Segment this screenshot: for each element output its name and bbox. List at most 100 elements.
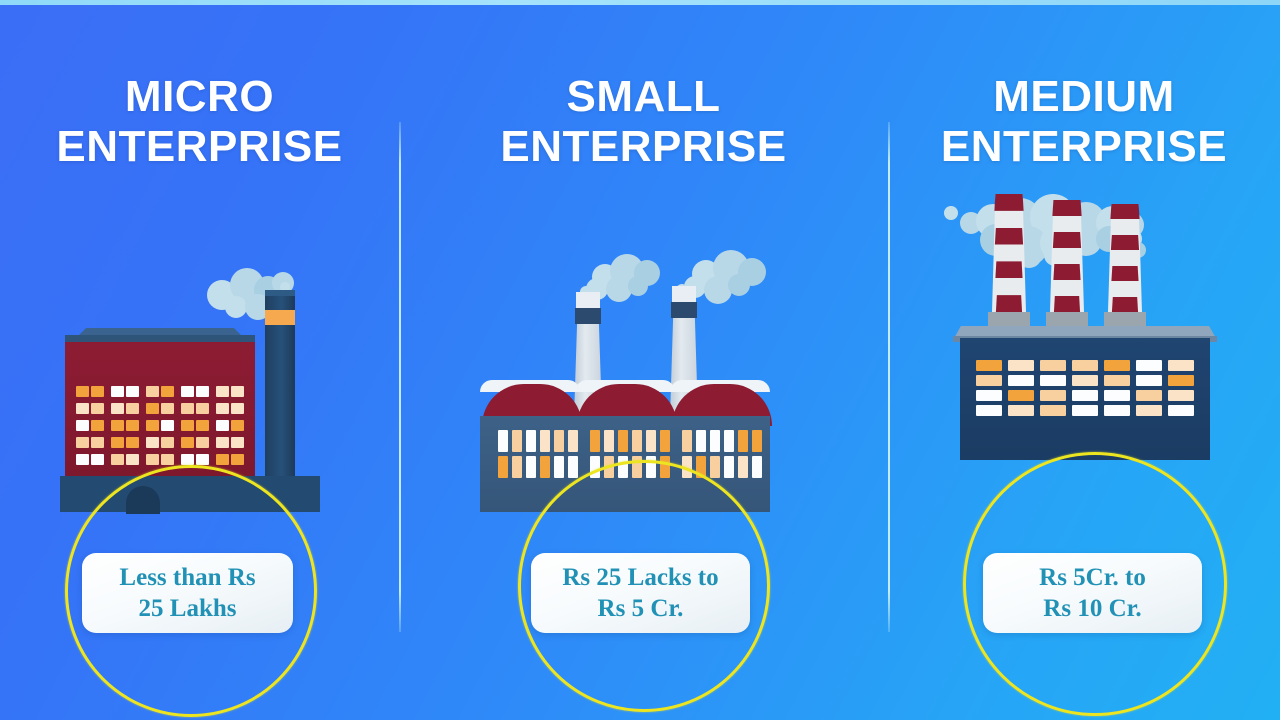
callout-line-2: 25 Lakhs: [138, 595, 237, 622]
column-medium-enterprise: MEDIUM ENTERPRISE: [888, 0, 1280, 720]
callout-line-1: Rs 25 Lacks to: [562, 564, 719, 591]
column-small-enterprise: SMALL ENTERPRISE: [399, 0, 888, 720]
window-tile: [696, 430, 706, 452]
chimney-stripe: [995, 261, 1023, 279]
window-tile: [1008, 360, 1034, 371]
window-tile: [1040, 405, 1066, 416]
window-tile: [196, 386, 209, 397]
chimney-cap: [576, 292, 600, 310]
window-tile: [111, 386, 124, 397]
window-tile: [196, 454, 209, 465]
smoke-puff-icon: [728, 274, 750, 296]
window-tile: [618, 430, 628, 452]
window-tile: [231, 437, 244, 448]
chimney-stripe: [1111, 296, 1139, 312]
chimney-base: [988, 312, 1030, 328]
smoke-puff-icon: [628, 276, 648, 296]
window-tile: [498, 430, 508, 452]
window-tile: [181, 437, 194, 448]
window-tile: [181, 386, 194, 397]
heading-small-enterprise: SMALL ENTERPRISE: [399, 72, 888, 172]
window-tile: [76, 437, 89, 448]
window-tile: [1008, 375, 1034, 386]
chimney-band: [575, 308, 601, 324]
window-tile: [1104, 375, 1130, 386]
window-tile: [1136, 405, 1162, 416]
window-tile: [196, 420, 209, 431]
window-tile: [976, 375, 1002, 386]
window-tile: [196, 437, 209, 448]
window-tile: [512, 430, 522, 452]
window-tile: [660, 430, 670, 452]
window-tile: [976, 390, 1002, 401]
window-tile: [181, 420, 194, 431]
window-tile: [181, 454, 194, 465]
chimney-stripe: [1110, 234, 1140, 251]
chimney-band: [671, 302, 697, 318]
chimney-base: [1104, 312, 1146, 328]
window-tile: [1040, 390, 1066, 401]
window-tile: [126, 403, 139, 414]
window-tile: [111, 420, 124, 431]
window-tile: [498, 456, 508, 478]
window-tile: [216, 437, 229, 448]
highlight-ring-medium: [963, 452, 1227, 716]
window-tile: [1040, 360, 1066, 371]
window-tile: [161, 403, 174, 414]
window-tile: [1008, 390, 1034, 401]
chimney-stripe: [1052, 200, 1082, 216]
window-tile: [568, 456, 578, 478]
window-tile: [1168, 405, 1194, 416]
chimney-stripe: [995, 295, 1023, 312]
callout-line-2: Rs 10 Cr.: [1043, 595, 1142, 622]
window-tile: [696, 456, 706, 478]
heading-line-2: ENTERPRISE: [56, 122, 343, 171]
highlight-ring-micro: [65, 465, 317, 717]
window-tile: [554, 430, 564, 452]
window-tile: [91, 386, 104, 397]
window-tile: [512, 456, 522, 478]
window-tile: [1008, 405, 1034, 416]
window-tile: [976, 360, 1002, 371]
window-tile: [1072, 390, 1098, 401]
window-tile: [76, 420, 89, 431]
window-tile: [1104, 390, 1130, 401]
window-tile: [161, 437, 174, 448]
window-tile: [91, 403, 104, 414]
window-tile: [216, 454, 229, 465]
window-tile: [752, 430, 762, 452]
window-tile: [540, 430, 550, 452]
window-tile: [1168, 375, 1194, 386]
smoke-puff-icon: [704, 276, 732, 304]
window-tile: [604, 430, 614, 452]
chimney-stripe: [1052, 232, 1082, 248]
callout-medium-enterprise: Rs 5Cr. to Rs 10 Cr.: [983, 553, 1202, 633]
window-tile: [161, 420, 174, 431]
heading-line-2: ENTERPRISE: [940, 122, 1228, 171]
chimney-base: [1046, 312, 1088, 328]
window-tile: [540, 456, 550, 478]
window-tile: [1136, 390, 1162, 401]
window-tile: [111, 454, 124, 465]
window-tile: [91, 437, 104, 448]
medium-factory-illustration: [920, 190, 1250, 530]
highlight-ring-small: [518, 460, 770, 712]
column-micro-enterprise: MICRO ENTERPRISE: [0, 0, 399, 720]
window-tile: [216, 386, 229, 397]
callout-line-1: Less than Rs: [119, 564, 256, 591]
chimney-stripe: [1053, 296, 1081, 312]
window-tile: [710, 430, 720, 452]
window-tile: [1072, 360, 1098, 371]
window-tile: [1168, 360, 1194, 371]
heading-micro-enterprise: MICRO ENTERPRISE: [0, 72, 399, 172]
column-divider-1: [399, 122, 401, 632]
window-tile: [526, 456, 536, 478]
window-tile: [590, 456, 600, 478]
window-tile: [632, 430, 642, 452]
window-tile: [738, 430, 748, 452]
window-tile: [76, 454, 89, 465]
smoke-puff-icon: [944, 206, 958, 220]
window-tile: [1104, 360, 1130, 371]
window-tile: [1104, 405, 1130, 416]
